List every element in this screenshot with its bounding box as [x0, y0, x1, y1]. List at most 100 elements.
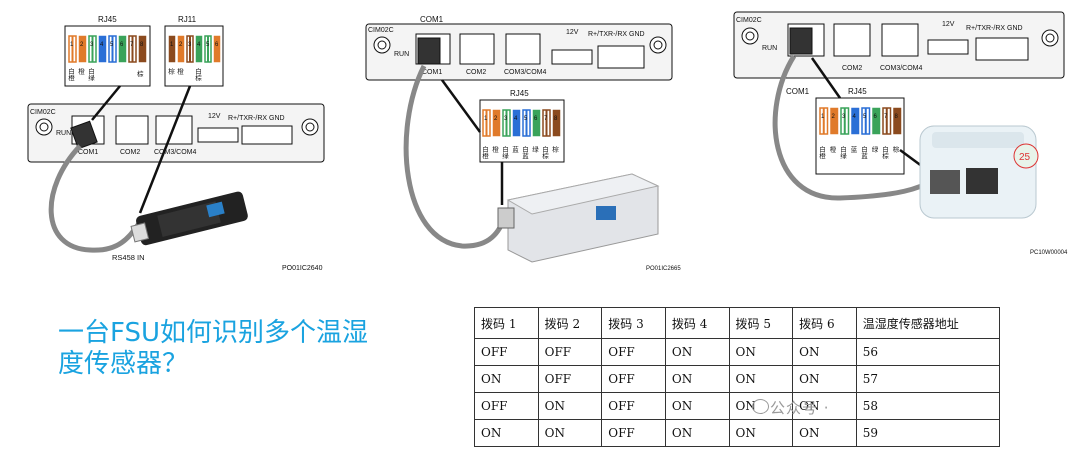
- pin-stripe: [111, 36, 114, 62]
- rj45-plug: [417, 37, 441, 65]
- wire-color-label: 白橙: [67, 67, 75, 83]
- com34-port: [881, 23, 919, 57]
- run-label: RUN: [394, 51, 409, 58]
- pin-wire: [78, 35, 87, 63]
- panel-2-diagram: COM1 CIM02C RUN COM1 COM2 COM3/COM4 12V …: [365, 15, 681, 272]
- cell: ON: [537, 419, 603, 447]
- pin-wire: [138, 35, 147, 63]
- rj45-label: RJ45: [510, 89, 529, 98]
- cell: ON: [792, 338, 857, 366]
- pin-number: 6: [215, 42, 219, 48]
- com2-port: [459, 33, 495, 65]
- pin-number: 5: [863, 114, 867, 120]
- cell: OFF: [601, 365, 666, 393]
- board-label: CIM02C: [368, 27, 394, 34]
- pin-number: 8: [895, 114, 899, 120]
- wire-color-label: 棕: [137, 69, 144, 78]
- pin-number: 7: [884, 114, 888, 120]
- device-label: RS458 IN: [112, 253, 145, 262]
- pin-wire: [98, 35, 107, 63]
- rs485-terminal: [241, 125, 293, 145]
- cell: ON: [664, 365, 730, 393]
- wire-color-label: 白绿: [501, 145, 509, 160]
- header-dip3: 拨码 3: [601, 307, 666, 339]
- cell: 58: [855, 392, 1001, 420]
- power-terminal: [551, 49, 593, 65]
- pin-number: 2: [494, 116, 498, 122]
- pin-number: 1: [484, 116, 488, 122]
- run-label: RUN: [56, 130, 71, 137]
- rj11-label: RJ11: [178, 15, 197, 24]
- table-row: ON OFF OFF ON ON ON 57: [474, 365, 1001, 393]
- pin-stripe: [485, 110, 488, 136]
- cell: OFF: [474, 338, 539, 366]
- cell: OFF: [537, 338, 603, 366]
- cell: ON: [792, 392, 857, 420]
- com2-port: [833, 23, 871, 57]
- panel-3-diagram: CIM02C RUN COM2 COM3/COM4 12V R+/TXR-/RX…: [733, 11, 1068, 256]
- figure-code: PO01IC2665: [646, 266, 681, 272]
- pin-wire: [195, 35, 203, 63]
- com1-label: COM1: [78, 149, 98, 156]
- cell: OFF: [601, 419, 666, 447]
- screw-icon: [301, 118, 319, 136]
- pin-wire: [872, 107, 881, 135]
- rs485-sensor-device: [130, 191, 248, 246]
- wire-color-label: 蓝: [849, 145, 857, 153]
- pin-number: 5: [524, 116, 528, 122]
- cell: ON: [728, 338, 794, 366]
- cell: ON: [664, 419, 730, 447]
- pin-number: 1: [70, 42, 74, 48]
- com1-label: COM1: [786, 87, 810, 96]
- com34-label: COM3/COM4: [154, 149, 197, 156]
- pin-stripe: [189, 36, 191, 62]
- pin-number: 2: [179, 42, 183, 48]
- rj45-label: RJ45: [98, 15, 117, 24]
- pin-number: 4: [100, 42, 104, 48]
- pin-wire: [830, 107, 839, 135]
- pin-number: 2: [832, 114, 836, 120]
- header-dip5: 拨码 5: [728, 307, 794, 339]
- power-terminal: [197, 127, 239, 143]
- network-cable: [48, 144, 143, 253]
- 12v-label: 12V: [208, 113, 221, 120]
- com2-port: [115, 115, 149, 145]
- pin-number: 3: [842, 114, 846, 120]
- pin-stripe: [207, 36, 209, 62]
- com1-top-label: COM1: [420, 15, 444, 24]
- pin-wire: [118, 35, 127, 63]
- pin-number: 3: [90, 42, 94, 48]
- pin-wire: [168, 35, 176, 63]
- wire-color-label: 绿: [531, 145, 539, 153]
- cell: OFF: [601, 392, 666, 420]
- wire-color-label: 橙: [176, 67, 184, 76]
- pin-stripe: [505, 110, 508, 136]
- pin-number: 6: [534, 116, 538, 122]
- pin-number: 8: [554, 116, 558, 122]
- cell: 59: [855, 419, 1001, 447]
- pin-stripe: [864, 108, 867, 134]
- table-row: OFF OFF OFF ON ON ON 56: [474, 338, 1001, 366]
- com34-port: [505, 33, 541, 65]
- pin-number: 3: [504, 116, 508, 122]
- pin-wire: [532, 109, 541, 137]
- sensor-badge: [1013, 143, 1039, 169]
- cell: ON: [537, 392, 603, 420]
- pin-wire: [851, 107, 860, 135]
- table-row: OFF ON OFF ON ON ON 58: [474, 392, 1001, 420]
- rj45-plug: [789, 27, 813, 55]
- watermark: 公众号 ·: [770, 399, 830, 417]
- network-cable: [772, 54, 936, 201]
- header-address: 温湿度传感器地址: [855, 307, 1001, 339]
- com34-label: COM3/COM4: [880, 65, 923, 72]
- pin-wire: [177, 35, 185, 63]
- pin-stripe: [822, 108, 825, 134]
- cell: ON: [664, 392, 730, 420]
- pin-stripe: [525, 110, 528, 136]
- header-dip2: 拨码 2: [537, 307, 603, 339]
- pin-stripe: [843, 108, 846, 134]
- pin-number: 5: [206, 42, 210, 48]
